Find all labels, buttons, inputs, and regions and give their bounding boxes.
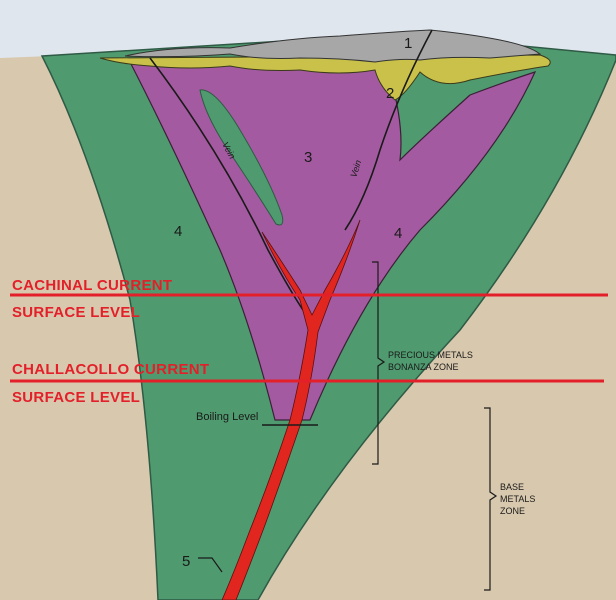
green-lens (199, 89, 284, 226)
cachinal-level-label-1: CACHINAL CURRENT (12, 277, 172, 294)
base-metals-label-1: BASE (500, 482, 524, 492)
challacollo-level-label-1: CHALLACOLLO CURRENT (12, 361, 209, 378)
right-vein-line (344, 29, 433, 231)
surface-cap (124, 29, 542, 63)
base-metals-bracket (484, 407, 498, 591)
challacollo-level-label-2: SURFACE LEVEL (12, 389, 140, 406)
unit-5-label: 5 (182, 553, 190, 570)
cachinal-level-label-2: SURFACE LEVEL (12, 304, 140, 321)
unit-2-label: 2 (386, 85, 394, 102)
precious-metals-bracket (372, 261, 386, 465)
base-metals-label-3: ZONE (500, 506, 525, 516)
unit-5-leader (198, 557, 223, 573)
unit-1-label: 1 (404, 35, 412, 52)
unit-4-left-label: 4 (174, 223, 182, 240)
sinter-layer (99, 54, 551, 101)
base-metals-label-2: METALS (500, 494, 535, 504)
left-vein-line (149, 57, 311, 321)
red-vein-main (221, 219, 361, 600)
unit-4-right-label: 4 (394, 225, 402, 242)
boiling-level-label: Boiling Level (196, 411, 258, 423)
precious-metals-label-1: PRECIOUS METALS (388, 350, 473, 360)
unit-3-label: 3 (304, 149, 312, 166)
precious-metals-label-2: BONANZA ZONE (388, 362, 459, 372)
